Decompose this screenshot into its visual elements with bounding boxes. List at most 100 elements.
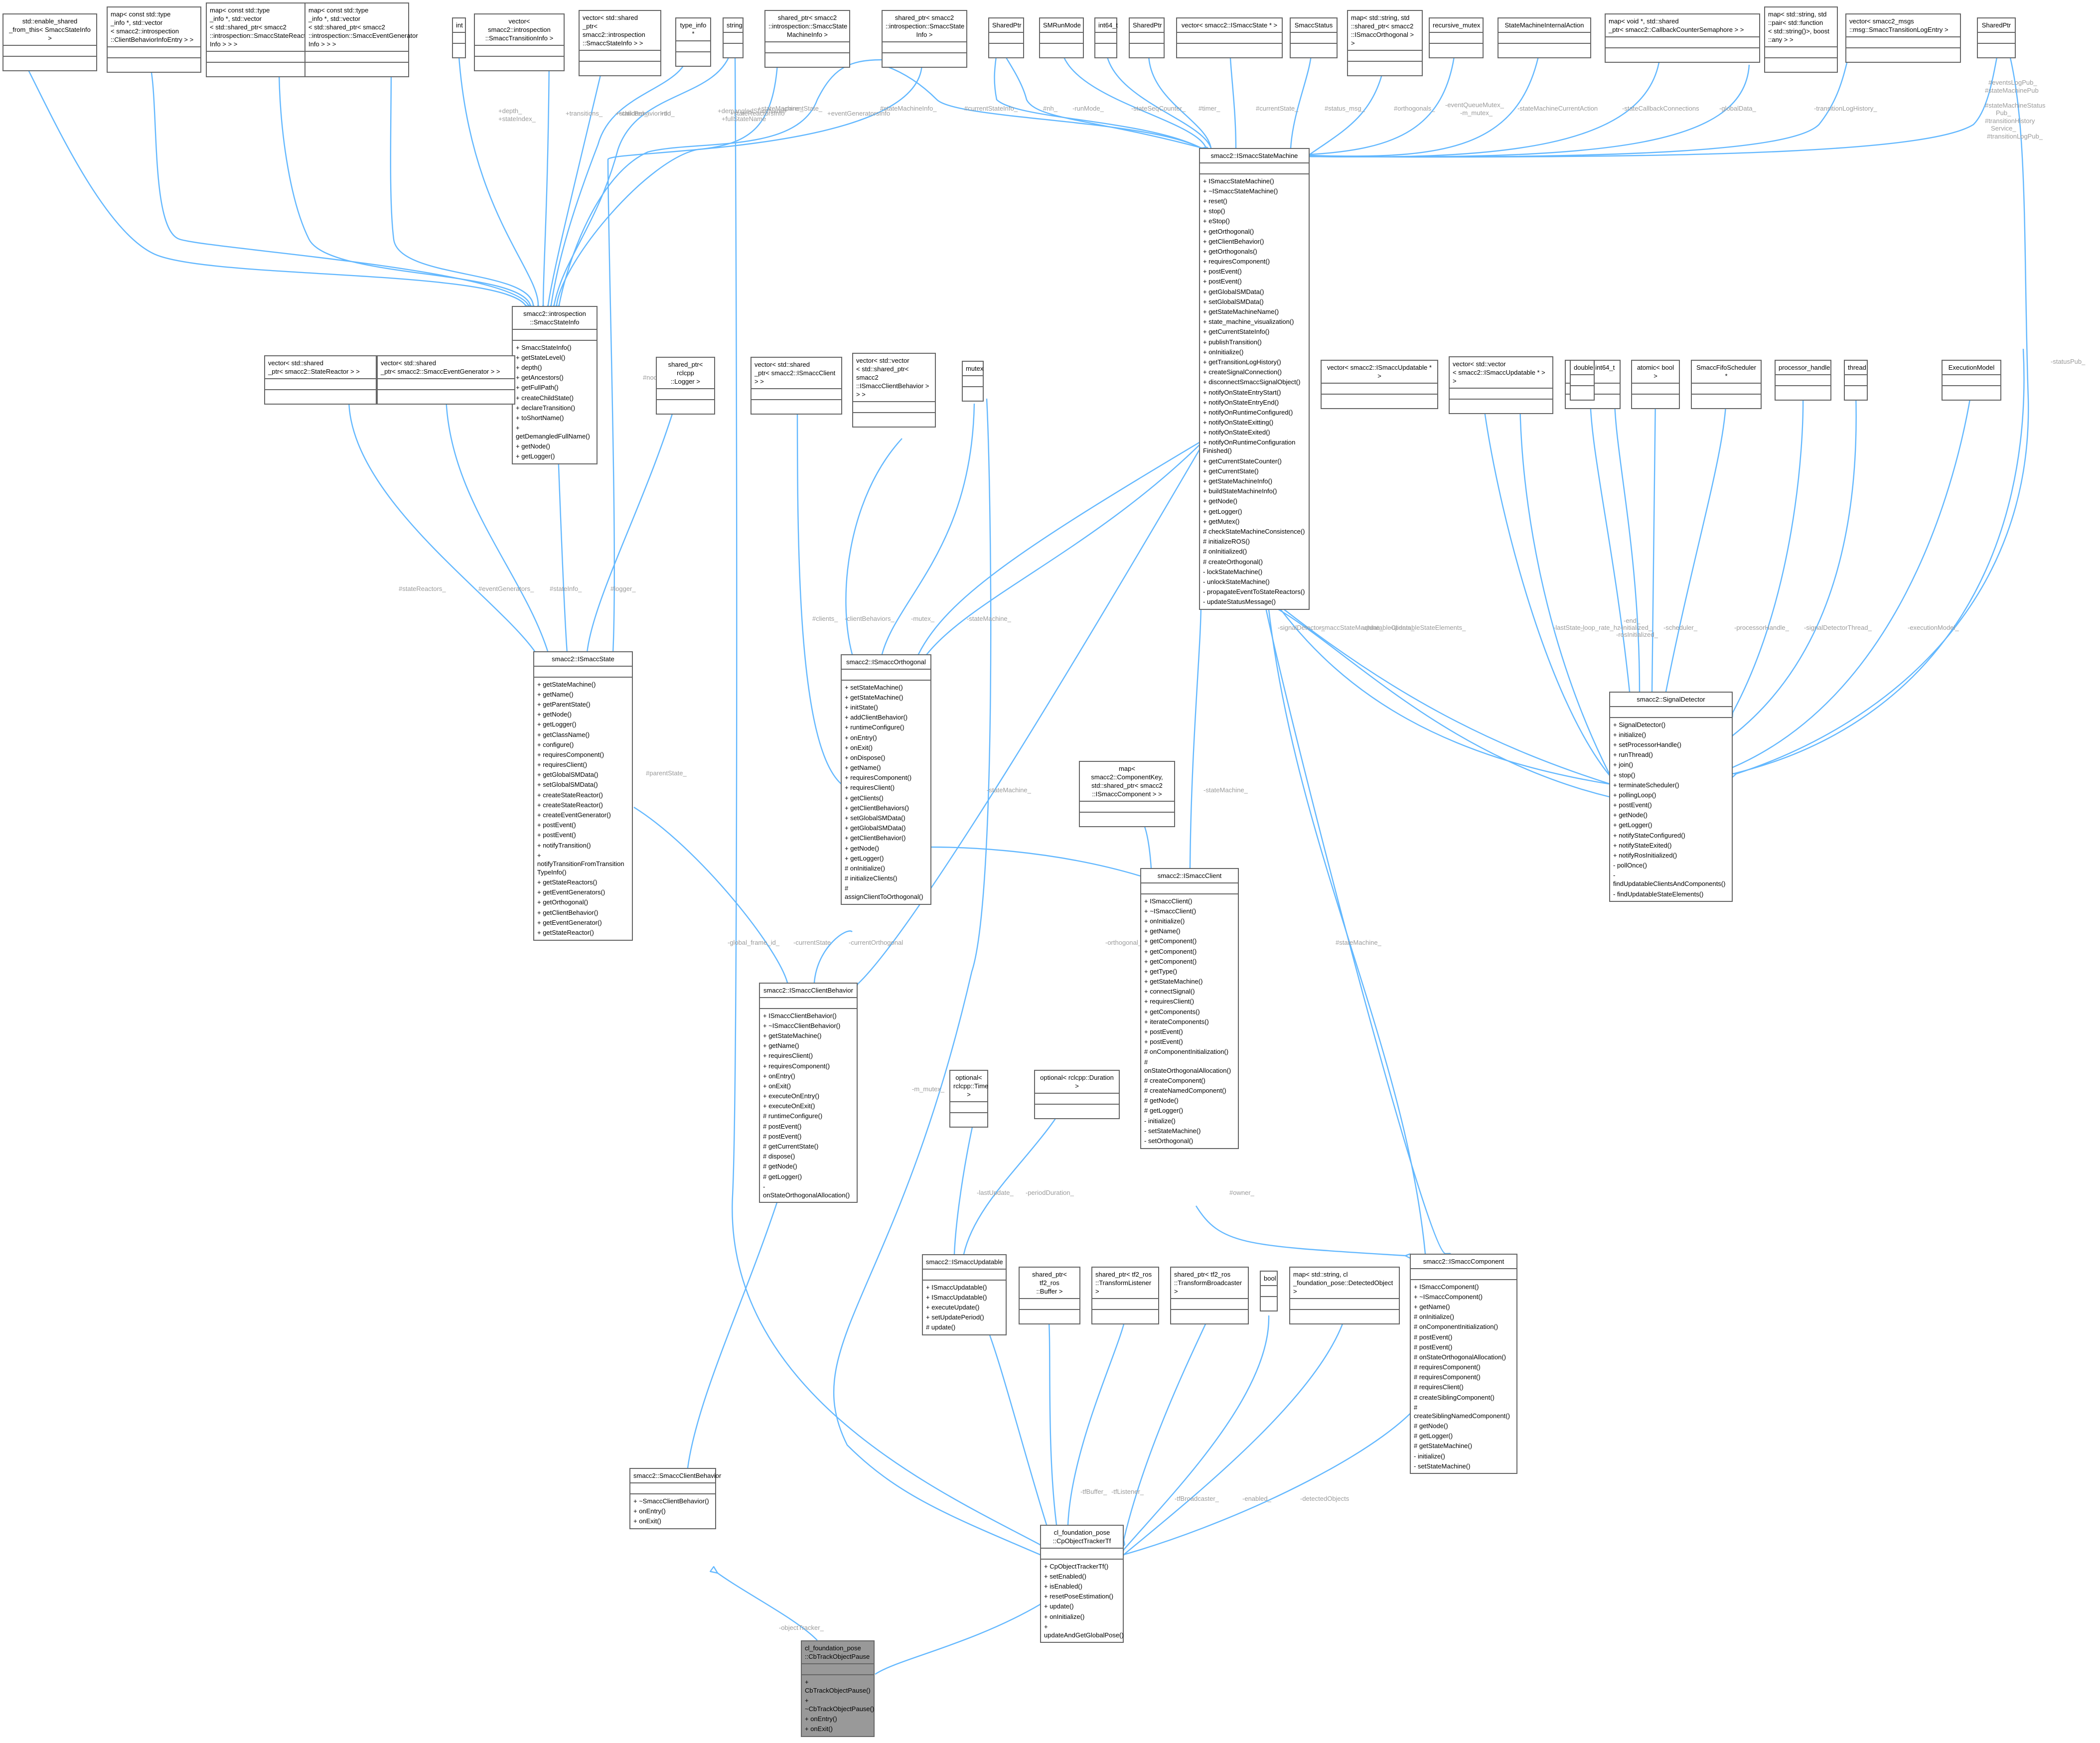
class-operation: + toShortName() bbox=[516, 414, 564, 422]
edge-label: -processorHandle_ bbox=[1734, 624, 1790, 631]
relation-edge bbox=[1589, 393, 1630, 692]
class-box-string[interactable]: string bbox=[723, 17, 744, 58]
class-box-int64[interactable]: int64_t bbox=[1094, 17, 1118, 58]
relation-edge bbox=[1265, 607, 1445, 1254]
class-box-vec_translog[interactable]: vector< smacc2_msgs ::msg::SmaccTransiti… bbox=[1845, 13, 1961, 63]
class-box-sp_si[interactable]: shared_ptr< smacc2 ::introspection::Smac… bbox=[882, 10, 967, 68]
class-box-vec_stateinfo[interactable]: vector< std::shared _ptr< smacc2::intros… bbox=[579, 10, 661, 76]
class-operation: + buildStateMachineInfo() bbox=[1203, 487, 1277, 495]
class-box-double[interactable]: double bbox=[1570, 360, 1595, 401]
class-operation: + CbTrackObjectPause() bbox=[805, 1678, 871, 1694]
class-box-sp_smi[interactable]: shared_ptr< smacc2 ::introspection::Smac… bbox=[764, 10, 850, 68]
relation-edge bbox=[551, 49, 690, 305]
edge-label: #currentStateInfo_ bbox=[964, 105, 1018, 112]
class-box-bool[interactable]: bool bbox=[1260, 1271, 1278, 1311]
class-name: vector< std::vector < std::shared_ptr< s… bbox=[853, 354, 935, 402]
class-box-execmodel[interactable]: ExecutionModel bbox=[1942, 360, 2001, 401]
class-operations bbox=[475, 57, 564, 70]
edge-label: #stateMachinePub bbox=[1985, 87, 2039, 94]
class-box-recursive_mutex[interactable]: recursive_mutex bbox=[1429, 17, 1484, 58]
class-box-sp_tfbroadcaster[interactable]: shared_ptr< tf2_ros ::TransformBroadcast… bbox=[1170, 1267, 1249, 1324]
class-box-vec_transition[interactable]: vector< smacc2::introspection ::SmaccTra… bbox=[474, 13, 565, 71]
class-box-cpobjecttracker[interactable]: cl_foundation_pose ::CpObjectTrackerTf +… bbox=[1040, 1525, 1124, 1643]
class-box-ismaccclient[interactable]: smacc2::ISmaccClient + ISmaccClient()+ ~… bbox=[1140, 868, 1239, 1149]
edge-label: #stateInfo_ bbox=[550, 585, 582, 592]
class-operations bbox=[724, 44, 743, 57]
class-attributes bbox=[1177, 33, 1282, 44]
class-box-map_void_cb[interactable]: map< void *, std::shared _ptr< smacc2::C… bbox=[1605, 13, 1760, 63]
class-box-ismaccupdatable[interactable]: smacc2::ISmaccUpdatable + ISmaccUpdatabl… bbox=[922, 1254, 1007, 1335]
class-box-atomic_bool[interactable]: atomic< bool > bbox=[1631, 360, 1680, 409]
class-operation: + ISmaccStateMachine() bbox=[1203, 177, 1274, 185]
class-operation: + requiresClient() bbox=[537, 761, 588, 769]
class-operation: + onExit() bbox=[633, 1517, 661, 1525]
class-operation: + getLogger() bbox=[516, 452, 555, 460]
class-box-map_orth[interactable]: map< std::string, std ::shared_ptr< smac… bbox=[1347, 10, 1423, 76]
class-box-opt_time[interactable]: optional< rclcpp::Time > bbox=[949, 1070, 988, 1128]
class-operation: # onStateOrthogonalAllocation() bbox=[1414, 1353, 1506, 1361]
class-box-sharedptr1[interactable]: SharedPtr bbox=[988, 17, 1024, 58]
class-operation: + SmaccStateInfo() bbox=[516, 343, 572, 351]
class-operation: # requiresClient() bbox=[1414, 1383, 1464, 1391]
class-box-fifo_sched[interactable]: SmaccFifoScheduler * bbox=[1691, 360, 1762, 409]
class-box-thread[interactable]: thread bbox=[1844, 360, 1868, 401]
class-box-map_components[interactable]: map< smacc2::ComponentKey, std::shared_p… bbox=[1079, 761, 1175, 827]
class-box-sharedptr3[interactable]: SharedPtr bbox=[1977, 17, 2016, 58]
class-box-map_cb_info[interactable]: map< const std::type _info *, std::vecto… bbox=[107, 6, 201, 73]
class-box-cbtrackobjectpause[interactable]: cl_foundation_pose ::CbTrackObjectPause … bbox=[801, 1640, 875, 1737]
relation-edge bbox=[559, 59, 882, 305]
class-box-vec_client[interactable]: vector< std::shared _ptr< smacc2::ISmacc… bbox=[750, 357, 842, 415]
class-box-sp_tflistener[interactable]: shared_ptr< tf2_ros ::TransformListener … bbox=[1091, 1267, 1159, 1324]
class-attributes bbox=[265, 379, 376, 390]
class-box-vec_vec_updatable[interactable]: vector< std::vector < smacc2::ISmaccUpda… bbox=[1449, 356, 1553, 414]
class-operation: # runtimeConfigure() bbox=[763, 1112, 823, 1120]
class-name: map< std::string, std ::pair< std::funct… bbox=[1765, 7, 1837, 47]
class-box-vec_statereactor[interactable]: vector< std::shared _ptr< smacc2::StateR… bbox=[264, 355, 377, 405]
class-operation: + setGlobalSMData() bbox=[1203, 297, 1264, 305]
class-operation: # getNode() bbox=[763, 1162, 797, 1170]
class-box-smaccstateinfo[interactable]: smacc2::introspection ::SmaccStateInfo +… bbox=[512, 306, 598, 465]
class-operations bbox=[1943, 386, 2000, 400]
class-box-ismaccstatemachine[interactable]: smacc2::ISmaccStateMachine + ISmaccState… bbox=[1199, 148, 1310, 610]
class-attributes bbox=[453, 33, 465, 44]
class-box-map_sr_info[interactable]: map< const std::type _info *, std::vecto… bbox=[206, 2, 311, 77]
class-box-opt_duration[interactable]: optional< rclcpp::Duration > bbox=[1034, 1070, 1120, 1119]
relation-edge bbox=[1482, 396, 1611, 777]
class-box-mutex[interactable]: mutex bbox=[962, 361, 984, 402]
class-box-vec_state[interactable]: vector< smacc2::ISmaccState * > bbox=[1176, 17, 1283, 58]
class-name: double bbox=[1571, 361, 1594, 375]
class-name: processor_handle bbox=[1776, 361, 1830, 375]
class-box-ismaccorthogonal[interactable]: smacc2::ISmaccOrthogonal + setStateMachi… bbox=[841, 654, 931, 905]
class-box-vec_updatable[interactable]: vector< smacc2::ISmaccUpdatable * > bbox=[1321, 360, 1438, 409]
class-box-ismaccstate[interactable]: smacc2::ISmaccState + getStateMachine()+… bbox=[533, 651, 633, 941]
class-box-vec_vec_cb[interactable]: vector< std::vector < std::shared_ptr< s… bbox=[852, 353, 936, 428]
class-box-smaccclientbehavior[interactable]: smacc2::SmaccClientBehavior + ~SmaccClie… bbox=[629, 1468, 721, 1529]
class-box-map_pair_fn[interactable]: map< std::string, std ::pair< std::funct… bbox=[1764, 6, 1838, 73]
class-box-sp_logger[interactable]: shared_ptr< rclcpp ::Logger > bbox=[656, 357, 715, 415]
class-box-int[interactable]: int bbox=[452, 17, 466, 58]
class-box-smrunmode[interactable]: SMRunMode bbox=[1039, 17, 1084, 58]
class-box-sp_tfbuffer[interactable]: shared_ptr< tf2_ros ::Buffer > bbox=[1019, 1267, 1080, 1324]
class-box-signaldetector[interactable]: smacc2::SignalDetector + SignalDetector(… bbox=[1609, 692, 1733, 902]
class-box-sharedptr2[interactable]: SharedPtr bbox=[1129, 17, 1165, 58]
class-operation: + getNode() bbox=[845, 844, 880, 852]
class-operation: + connectSignal() bbox=[1144, 988, 1195, 996]
relation-edge bbox=[633, 806, 787, 983]
class-operation: + postEvent() bbox=[1144, 1028, 1183, 1036]
class-box-smaccstatus[interactable]: SmaccStatus bbox=[1290, 17, 1338, 58]
class-box-map_detected[interactable]: map< std::string, cl _foundation_pose::D… bbox=[1289, 1267, 1400, 1324]
class-box-map_eg_info[interactable]: map< const std::type _info *, std::vecto… bbox=[304, 2, 418, 77]
class-box-type_info[interactable]: type_info * bbox=[675, 17, 711, 67]
class-operation: + ISmaccUpdatable() bbox=[926, 1283, 987, 1291]
class-box-vec_eventgen[interactable]: vector< std::shared _ptr< smacc2::SmaccE… bbox=[377, 355, 515, 405]
class-operation: # initializeClients() bbox=[845, 874, 898, 882]
class-box-enable_shared[interactable]: std::enable_shared _from_this< SmaccStat… bbox=[2, 13, 97, 71]
class-attributes bbox=[760, 998, 857, 1009]
class-attributes bbox=[1499, 33, 1590, 44]
class-attributes bbox=[1290, 1299, 1399, 1310]
class-box-sm_internal_action[interactable]: StateMachineInternalAction bbox=[1498, 17, 1591, 58]
class-box-proc_handle[interactable]: processor_handle bbox=[1775, 360, 1831, 401]
class-box-ismaccclientbehavior[interactable]: smacc2::ISmaccClientBehavior + ISmaccCli… bbox=[759, 983, 858, 1203]
relation-edge bbox=[1310, 64, 1750, 157]
class-box-ismacccomponent[interactable]: smacc2::ISmaccComponent + ISmaccComponen… bbox=[1410, 1254, 1517, 1474]
